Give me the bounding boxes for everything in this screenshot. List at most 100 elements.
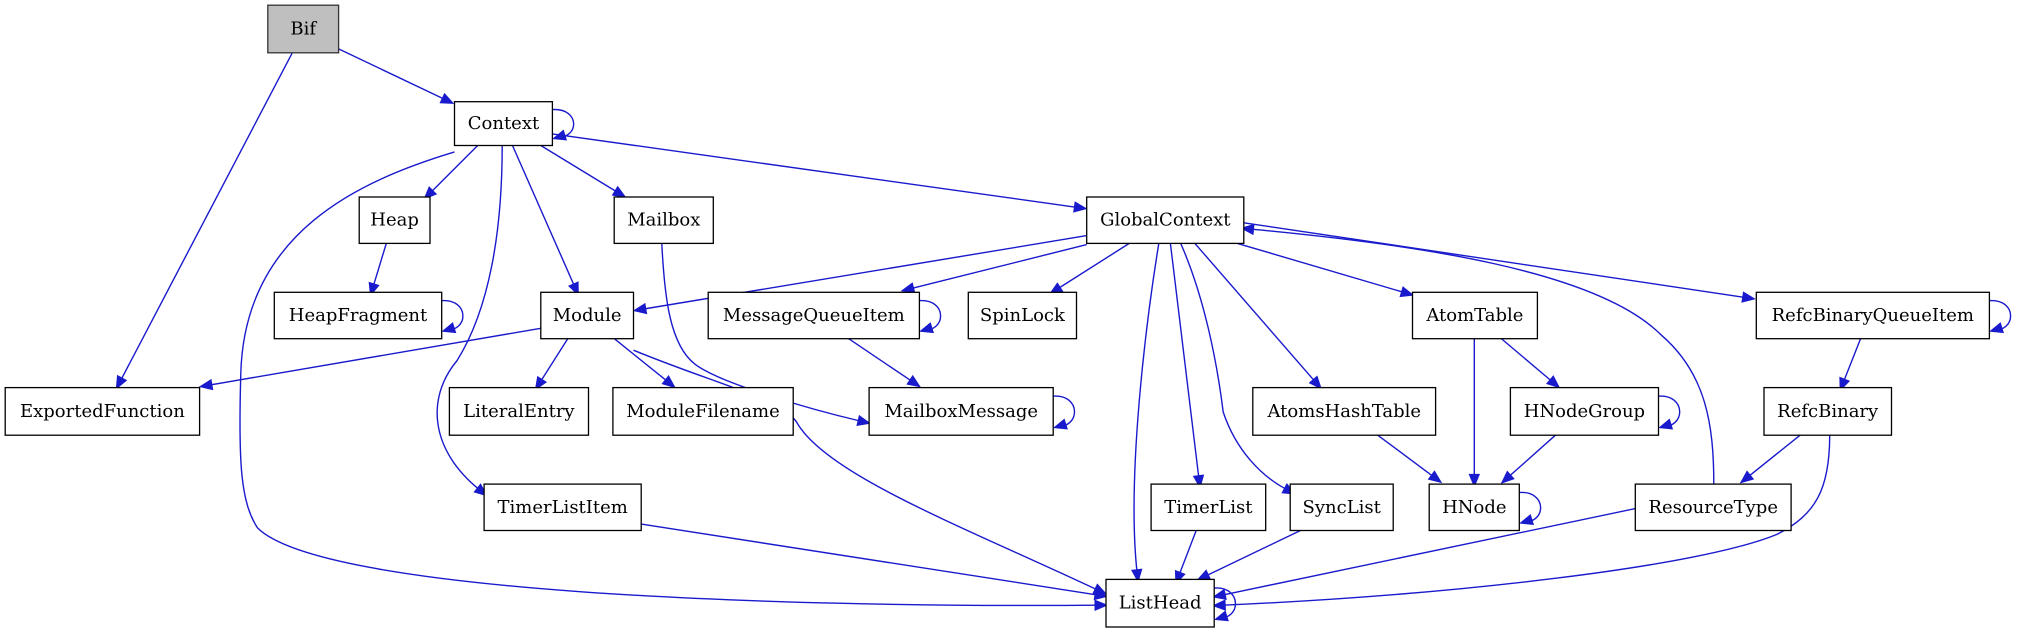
node-context[interactable]: Context <box>453 101 554 147</box>
node-label: Mailbox <box>627 210 700 231</box>
node-box[interactable] <box>448 386 590 436</box>
edge-hnodegroup-to-hnode <box>1500 434 1556 484</box>
node-box[interactable] <box>358 196 431 245</box>
edge-atomshashtable-to-hnode <box>1377 434 1443 484</box>
node-label: LiteralEntry <box>463 401 575 422</box>
node-timer-list[interactable]: TimerList <box>1150 483 1267 532</box>
node-box[interactable] <box>267 4 340 54</box>
node-box[interactable] <box>613 196 714 245</box>
node-box[interactable] <box>1763 386 1893 436</box>
arrowhead-icon <box>1212 588 1227 601</box>
node-timer-list-item[interactable]: TimerListItem <box>483 483 642 532</box>
node-box[interactable] <box>540 291 635 340</box>
node-label: RefcBinaryQueueItem <box>1772 305 1974 326</box>
node-box[interactable] <box>1252 386 1437 436</box>
node-spin-lock[interactable]: SpinLock <box>967 291 1078 340</box>
edge-messagequeueitem-to-messagequeueitem <box>919 299 942 334</box>
edge-line <box>1194 242 1316 382</box>
edge-line <box>1169 243 1200 478</box>
node-list-head[interactable]: ListHead <box>1105 578 1215 628</box>
arrowhead-icon <box>632 302 648 315</box>
node-box[interactable] <box>707 291 921 340</box>
node-resource-type[interactable]: ResourceType <box>1634 483 1792 532</box>
node-sync-list[interactable]: SyncList <box>1289 483 1394 532</box>
node-global-context[interactable]: GlobalContext <box>1086 196 1245 245</box>
edge-line <box>239 151 1098 607</box>
node-label: Context <box>468 113 540 134</box>
arrowhead-icon <box>1545 375 1561 389</box>
node-label: ResourceType <box>1648 497 1778 518</box>
arrowhead-icon <box>856 414 872 427</box>
node-hnode[interactable]: HNode <box>1428 483 1520 532</box>
edge-line <box>120 52 293 381</box>
edge-line <box>1180 243 1287 490</box>
arrowhead-icon <box>1308 375 1323 390</box>
edge-globalcontext-to-atomtable <box>1237 242 1415 298</box>
arrowhead-icon <box>1399 286 1415 298</box>
node-refc-binary[interactable]: RefcBinary <box>1763 386 1893 436</box>
edge-module-to-modulefilename <box>613 338 676 389</box>
edge-bif-to-exportedfunction <box>115 52 293 390</box>
node-box[interactable] <box>483 483 642 532</box>
node-atom-table[interactable]: AtomTable <box>1411 291 1539 340</box>
node-module-filename[interactable]: ModuleFilename <box>612 386 794 436</box>
edge-context-to-listhead <box>239 151 1109 611</box>
arrowhead-icon <box>1240 223 1255 236</box>
node-box[interactable] <box>273 291 443 340</box>
edge-line <box>540 338 569 382</box>
edge-context-to-timerlistitem <box>436 145 503 497</box>
node-box[interactable] <box>1428 483 1520 532</box>
arrowhead-icon <box>1213 610 1229 622</box>
node-box[interactable] <box>1634 483 1792 532</box>
node-message-queue-item[interactable]: MessageQueueItem <box>707 291 921 340</box>
edge-bif-to-context <box>338 48 455 104</box>
edge-line <box>552 133 1077 208</box>
arrowhead-icon <box>1989 322 2004 334</box>
edge-resourcetype-to-globalcontext <box>1240 223 1715 485</box>
edge-line <box>209 327 541 386</box>
node-box[interactable] <box>1289 483 1394 532</box>
node-box[interactable] <box>1105 578 1215 628</box>
node-box[interactable] <box>967 291 1078 340</box>
edge-line <box>1206 529 1301 577</box>
node-literal-entry[interactable]: LiteralEntry <box>448 386 590 436</box>
edge-globalcontext-to-listhead <box>1131 243 1160 583</box>
edge-line <box>1058 242 1130 289</box>
node-box[interactable] <box>612 386 794 436</box>
node-mailbox-message[interactable]: MailboxMessage <box>868 386 1054 436</box>
node-exported-function[interactable]: ExportedFunction <box>4 386 201 436</box>
node-heap[interactable]: Heap <box>358 196 431 245</box>
edge-refcbinaryqueueitem-to-refcbinary <box>1839 338 1862 392</box>
arrowhead-icon <box>1094 599 1109 611</box>
edge-module-to-literalentry <box>534 338 569 391</box>
node-heap-fragment[interactable]: HeapFragment <box>273 291 443 340</box>
edge-line <box>1748 434 1801 477</box>
edge-line <box>613 338 668 382</box>
node-box[interactable] <box>453 101 554 147</box>
node-refc-binary-queue-item[interactable]: RefcBinaryQueueItem <box>1755 291 1991 340</box>
node-bif[interactable]: Bif <box>267 4 340 54</box>
arrowhead-icon <box>1427 470 1443 484</box>
node-box[interactable] <box>868 386 1054 436</box>
arrowhead-icon <box>900 282 916 294</box>
node-box[interactable] <box>1509 386 1660 436</box>
node-hnode-group[interactable]: HNodeGroup <box>1509 386 1660 436</box>
node-box[interactable] <box>1150 483 1267 532</box>
edge-line <box>430 145 479 193</box>
edge-synclist-to-listhead <box>1196 529 1301 581</box>
edge-line <box>1237 242 1404 293</box>
node-box[interactable] <box>4 386 201 436</box>
node-box[interactable] <box>1411 291 1539 340</box>
node-box[interactable] <box>1755 291 1991 340</box>
edge-line <box>511 145 575 287</box>
edge-line <box>540 144 618 193</box>
node-label: HNode <box>1442 497 1506 518</box>
node-atoms-hash-table[interactable]: AtomsHashTable <box>1252 386 1437 436</box>
node-mailbox[interactable]: Mailbox <box>613 196 714 245</box>
node-label: ListHead <box>1119 593 1202 614</box>
node-box[interactable] <box>1086 196 1245 245</box>
node-label: HeapFragment <box>289 305 428 326</box>
node-module[interactable]: Module <box>540 291 635 340</box>
arrowhead-icon <box>1519 513 1535 525</box>
